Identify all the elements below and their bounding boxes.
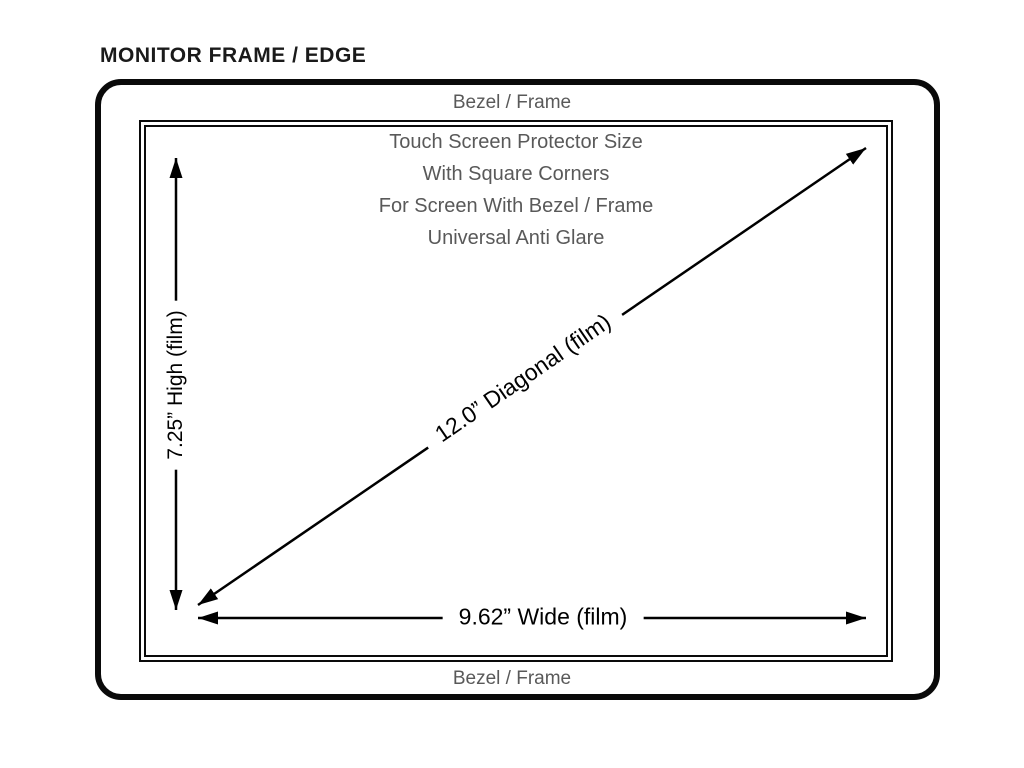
bezel-label-bottom: Bezel / Frame (452, 668, 572, 689)
protector-description-line-1: Touch Screen Protector Size (389, 131, 643, 153)
diagram-title: MONITOR FRAME / EDGE (100, 44, 367, 67)
height-dimension-label: 7.25” High (film) (162, 300, 190, 470)
screen-area-inner-border (144, 125, 888, 657)
width-dimension-label: 9.62” Wide (film) (442, 601, 644, 633)
bezel-label-top: Bezel / Frame (452, 92, 572, 113)
